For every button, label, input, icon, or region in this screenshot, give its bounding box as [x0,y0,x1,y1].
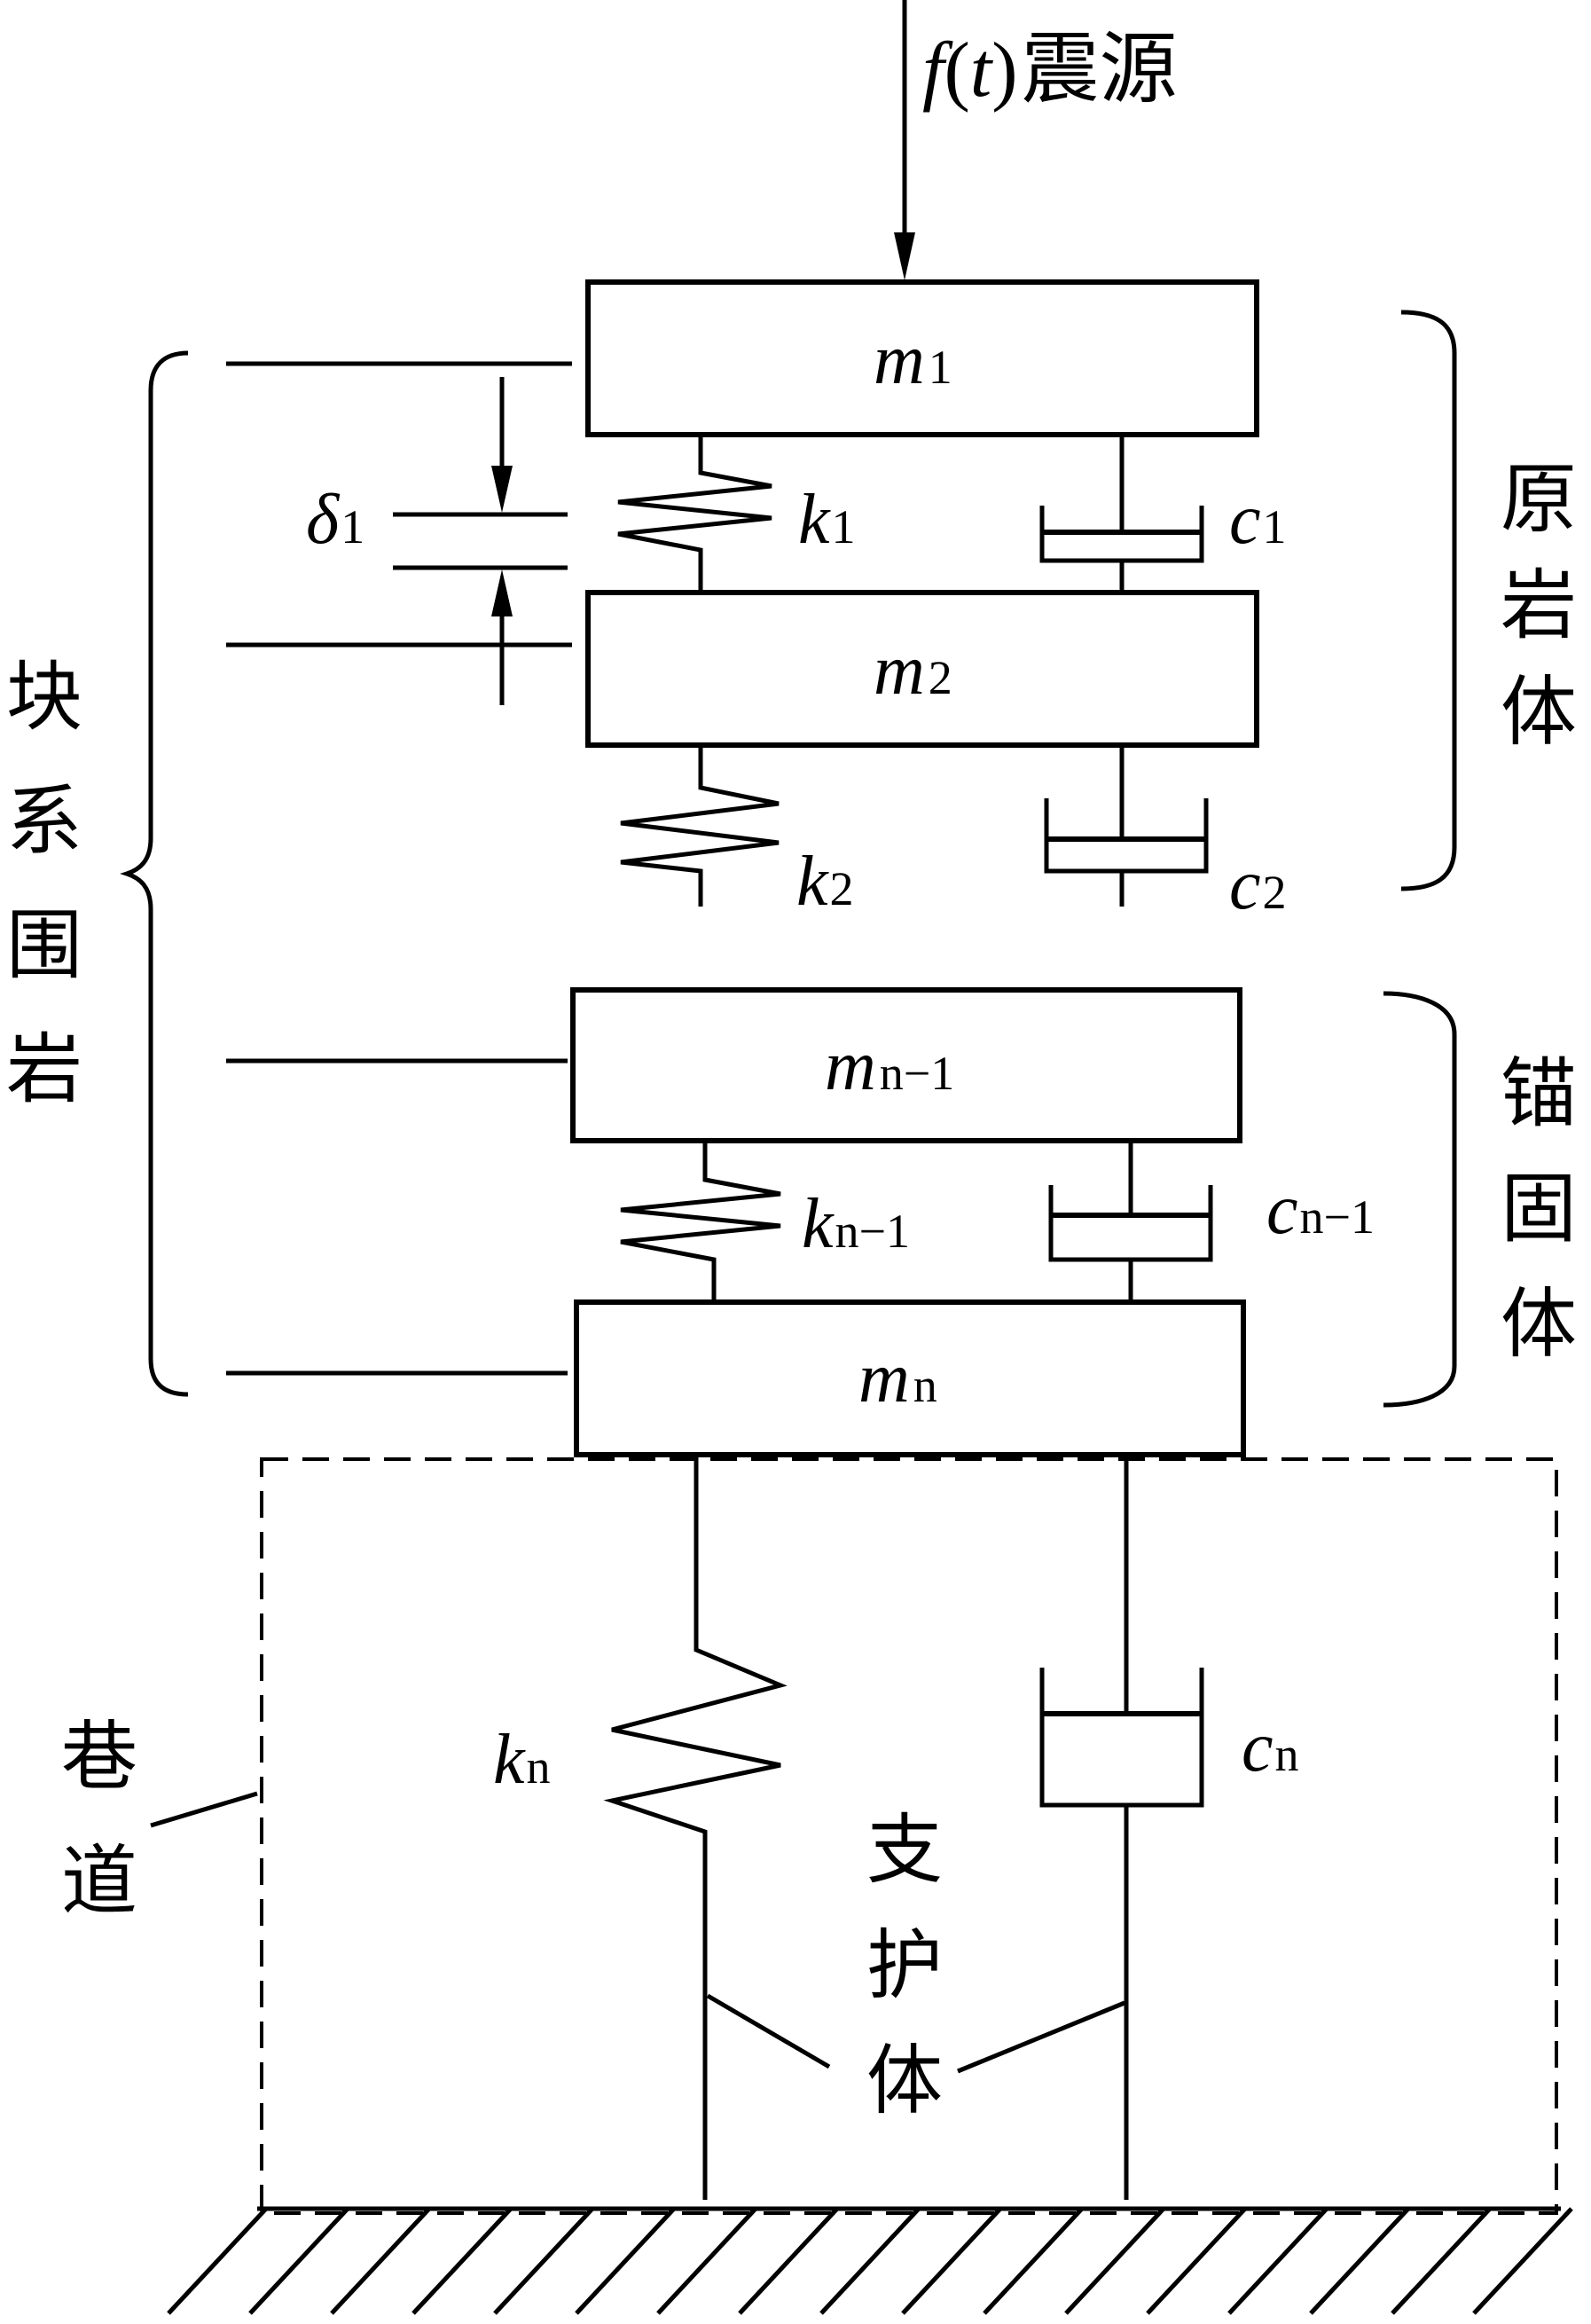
mass-mn-label: mn [858,1339,937,1417]
svg-text:体: 体 [1501,1280,1577,1369]
spring-kn-1 [620,1141,781,1302]
block-rock-label: 块 系 围 岩 [6,653,82,1114]
support-body-label: 支 护 体 [866,1806,943,2125]
spring-kn-label: kn [493,1721,551,1799]
spring-k2-label: k2 [796,843,854,921]
spring-k2 [620,745,780,907]
roadway-label: 巷 道 [61,1713,137,1926]
svg-text:岩: 岩 [6,1025,82,1114]
ground [167,2206,1573,2315]
mass-mn-1-label: mn−1 [825,1027,954,1105]
damper-c1 [1039,435,1204,593]
roadway-boundary [260,1457,1558,2215]
spring-k1-label: k1 [798,481,856,559]
anchored-body-label: 锚 固 体 [1501,1049,1577,1369]
mass-reference-lines [226,361,572,1376]
mass-m2 [585,590,1259,748]
roadway-leader [150,1791,258,1828]
svg-text:道: 道 [61,1837,137,1926]
gap-label: δ1 [306,481,364,559]
spring-kn-1-label: kn−1 [802,1185,910,1263]
damper-cn [1039,1455,1204,2200]
svg-text:块: 块 [6,653,82,742]
damper-c1-label: c1 [1229,481,1287,559]
mass-m1-label: m1 [874,321,952,399]
spring-k1 [617,435,772,593]
mass-m1 [585,279,1259,437]
damper-cn-label: cn [1242,1708,1299,1786]
svg-text:巷: 巷 [61,1713,137,1802]
mass-m2-label: m2 [874,632,952,710]
svg-text:锚: 锚 [1501,1049,1577,1138]
mass-mn [574,1299,1246,1457]
svg-text:支: 支 [866,1806,943,1895]
damper-c2 [1044,745,1209,907]
damper-cn-1 [1048,1141,1213,1302]
spring-kn [603,1455,788,2200]
anchored-body-brace [1383,991,1457,1408]
mass-mn-1 [570,987,1242,1143]
source-label: f(t)震源 [922,23,1178,114]
source-arrow [894,0,915,280]
original-rock-brace [1400,310,1457,891]
svg-text:体: 体 [1501,668,1577,757]
svg-text:系: 系 [6,777,82,866]
damper-cn-1-label: cn−1 [1266,1171,1375,1249]
svg-text:岩: 岩 [1501,561,1577,650]
svg-text:护: 护 [866,1921,943,2010]
svg-text:固: 固 [1501,1165,1577,1253]
block-rock-brace [120,350,189,1397]
svg-text:原: 原 [1501,455,1577,544]
svg-text:围: 围 [6,901,82,990]
damper-c2-label: c2 [1229,846,1287,924]
original-rock-label: 原 岩 体 [1501,455,1577,757]
gap-indicator [393,377,568,705]
svg-text:体: 体 [866,2037,943,2125]
support-body-leaders [706,1993,1125,2074]
